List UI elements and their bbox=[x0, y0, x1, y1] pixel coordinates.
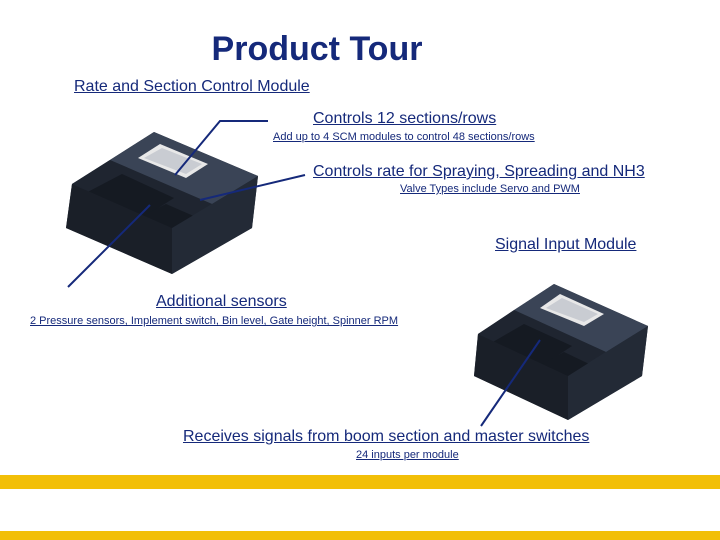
signal-input-link[interactable]: Signal Input Module bbox=[495, 236, 637, 253]
receives-signals-link[interactable]: Receives signals from boom section and m… bbox=[183, 428, 590, 445]
page-title: Product Tour bbox=[211, 30, 423, 68]
scm-heading-link[interactable]: Rate and Section Control Module bbox=[74, 78, 310, 95]
scm-module-image bbox=[66, 132, 258, 274]
controls-rate-link[interactable]: Controls rate for Spraying, Spreading an… bbox=[313, 163, 645, 180]
valve-types-link[interactable]: Valve Types include Servo and PWM bbox=[400, 183, 580, 195]
add-scm-link[interactable]: Add up to 4 SCM modules to control 48 se… bbox=[273, 131, 535, 143]
additional-sensors-link[interactable]: Additional sensors bbox=[156, 293, 287, 310]
sensors-list-link[interactable]: 2 Pressure sensors, Implement switch, Bi… bbox=[30, 315, 399, 327]
accent-bar-bottom bbox=[0, 531, 720, 540]
accent-bar-top bbox=[0, 475, 720, 489]
controls-sections-link[interactable]: Controls 12 sections/rows bbox=[313, 110, 497, 127]
inputs-count-link[interactable]: 24 inputs per module bbox=[356, 449, 459, 461]
signal-input-module-image bbox=[474, 284, 648, 420]
